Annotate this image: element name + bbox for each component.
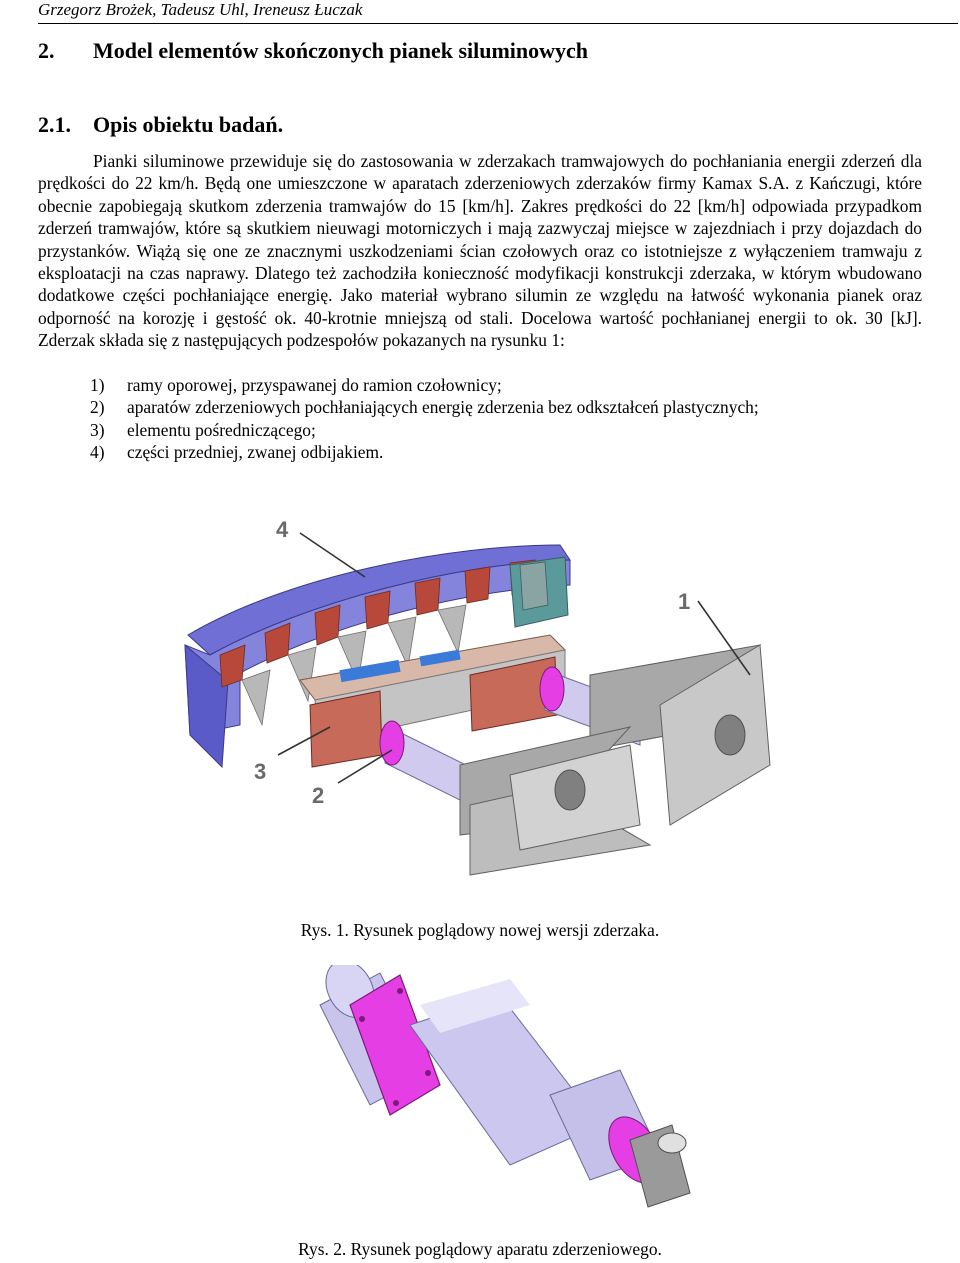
flange-bolt [359,1016,365,1022]
absorber-flange [349,974,441,1116]
callout-1-line [697,600,751,676]
section-heading: 2. Model elementów skończonych pianek sil… [38,38,588,64]
callout-4: 4 [276,517,289,542]
section-title: Model elementów skończonych pianek silum… [93,38,589,63]
callout-1: 1 [678,589,690,614]
list-item: 3) elementu pośredniczącego; [38,419,922,441]
intermediate-red-block [309,690,383,768]
bumper-right-inner [519,561,549,611]
frame-right-hole [714,714,746,756]
absorber-highlight [420,979,530,1033]
component-list: 1) ramy oporowej, przyspawanej do ramion… [38,374,922,464]
list-item-text: aparatów zderzeniowych pochłaniających e… [127,397,759,418]
callout-4-line [299,532,366,578]
list-item-number: 1) [90,375,105,395]
list-item-text: ramy oporowej, przyspawanej do ramion cz… [127,375,502,395]
bumper-end-cap [184,643,229,769]
frame-left-hole [554,769,586,811]
figure-1-caption: Rys. 1. Rysunek poglądowy nowej wersji z… [300,920,660,940]
list-item-text: elementu pośredniczącego; [127,419,316,440]
subsection-heading: 2.1. Opis obiektu badań. [38,112,283,138]
intermediate-blue-bar [339,659,401,683]
callout-3: 3 [254,759,266,784]
list-item: 2) aparatów zderzeniowych pochłaniającyc… [38,396,922,418]
flange-bolt [425,1070,431,1076]
bumper-assembly-figure: 4 1 3 2 [184,517,771,876]
subsection-title: Opis obiektu badań. [93,112,284,137]
flange-bolt [393,1100,399,1106]
figure-2-caption: Rys. 2. Rysunek poglądowy aparatu zderze… [298,1239,662,1259]
list-item-text: części przedniej, zwanej odbijakiem. [127,442,384,463]
intermediate-red-block-2 [469,656,558,732]
list-item-number: 2) [90,397,105,418]
list-item-number: 4) [90,442,105,463]
body-paragraph: Pianki siluminowe przewiduje się do zast… [38,151,922,351]
list-item: 4) części przedniej, zwanej odbijakiem. [38,441,922,463]
callout-2-line [337,749,393,784]
list-item: 1) ramy oporowej, przyspawanej do ramion… [38,374,922,396]
shock-absorber-left [379,720,471,806]
absorber-figure [319,965,691,1208]
callout-2: 2 [312,783,324,808]
flange-bolt [397,988,403,994]
list-item-number: 3) [90,419,105,440]
subsection-number: 2.1. [38,112,71,137]
clevis-hole [657,1132,687,1154]
section-number: 2. [38,38,55,63]
callout-3-line [277,726,331,756]
running-head: Grzegorz Brożek, Tadeusz Uhl, Ireneusz Ł… [38,0,958,24]
intermediate-blue-bar-2 [419,649,461,667]
